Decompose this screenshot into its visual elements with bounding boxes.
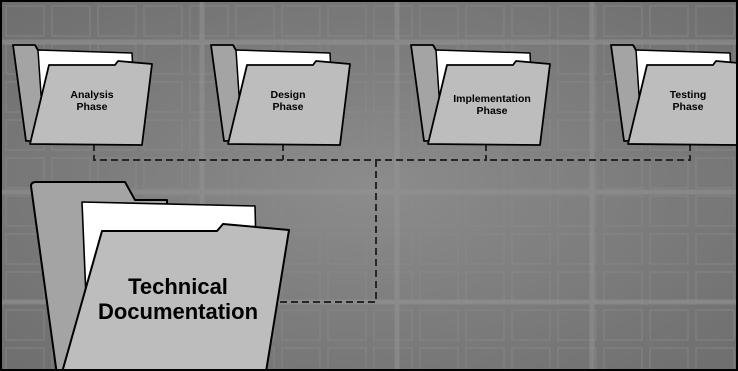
folder-icon bbox=[12, 44, 153, 146]
testing-phase-title: Testing bbox=[669, 89, 707, 101]
folder-icon bbox=[30, 181, 290, 369]
design-phase-label: Design Phase bbox=[260, 89, 316, 113]
testing-phase-subtitle: Phase bbox=[672, 100, 704, 113]
analysis-phase-label: Analysis Phase bbox=[64, 89, 120, 113]
analysis-phase-title: Analysis bbox=[70, 89, 114, 101]
connector-root bbox=[264, 160, 377, 303]
connector-implementation bbox=[376, 144, 487, 161]
design-phase-title: Design bbox=[270, 89, 306, 101]
connector-testing bbox=[486, 144, 691, 161]
implementation-phase-title: Implementation bbox=[453, 93, 531, 105]
folder-icon bbox=[610, 44, 736, 146]
implementation-phase-subtitle: Phase bbox=[476, 104, 508, 117]
analysis-phase-subtitle: Phase bbox=[76, 100, 108, 113]
root-title: Technical bbox=[128, 274, 228, 299]
folder-icon bbox=[210, 44, 351, 146]
folder-icon bbox=[410, 44, 551, 146]
design-phase-subtitle: Phase bbox=[272, 100, 304, 113]
technical-documentation-label: Technical Documentation bbox=[86, 274, 270, 325]
root-subtitle: Documentation bbox=[97, 299, 259, 325]
connector-lines bbox=[93, 144, 691, 303]
testing-phase-label: Testing Phase bbox=[660, 89, 716, 113]
implementation-phase-label: Implementation Phase bbox=[444, 93, 540, 117]
